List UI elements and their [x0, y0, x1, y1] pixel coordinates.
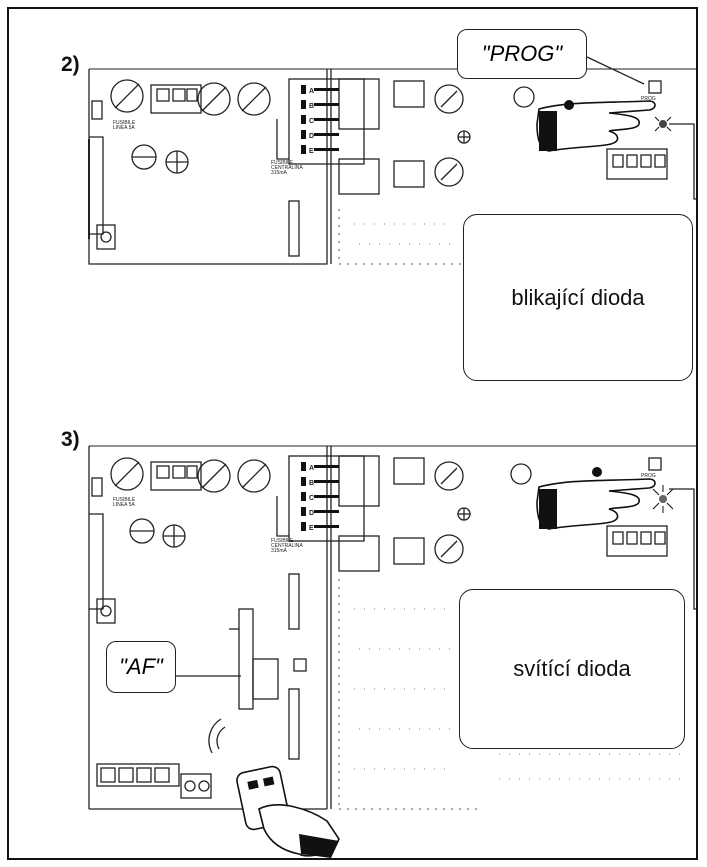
led-status-panel: blikající dioda — [463, 214, 693, 381]
control-board-step3 — [88, 445, 696, 810]
hand-press-icon-step2 — [536, 100, 672, 152]
fuse-label: FUSIBILE CENTRALINA 315mA — [271, 160, 303, 176]
led-status-panel: svítící dioda — [459, 589, 685, 749]
step-number: 3) — [61, 428, 80, 451]
fuse-label: FUSIBILE LINEA 5A — [113, 497, 136, 508]
jumper-letter: A — [309, 465, 315, 472]
fuse-label: FUSIBILE LINEA 5A — [113, 120, 136, 131]
jumper-letter: E — [309, 148, 314, 155]
step-number: 2) — [61, 53, 80, 76]
jumper-letter: C — [309, 495, 315, 502]
manual-figure: 2) 3) FUSIBILE LINEA 5A FUSIBILE CENTRAL… — [7, 7, 698, 860]
wiring-illustration — [88, 56, 696, 858]
jumper-letter: B — [309, 480, 315, 487]
control-board-step2 — [88, 68, 696, 265]
jumper-letter: D — [309, 133, 315, 140]
hand-press-icon-step3 — [536, 467, 674, 530]
jumper-letter: D — [309, 510, 315, 517]
jumper-letter: E — [309, 525, 314, 532]
jumper-letter: B — [309, 103, 315, 110]
jumper-letter: A — [309, 88, 315, 95]
jumper-letter: C — [309, 118, 315, 125]
fuse-label: FUSIBILE CENTRALINA 315mA — [271, 538, 303, 554]
jumper-bars — [301, 85, 339, 531]
board-button-label: PROG — [641, 96, 656, 102]
remote-control-hand-icon — [208, 718, 340, 858]
board-button-label: PROG — [641, 473, 656, 479]
prog-button-callout: "PROG" — [457, 29, 587, 79]
af-module-callout: "AF" — [106, 641, 176, 693]
